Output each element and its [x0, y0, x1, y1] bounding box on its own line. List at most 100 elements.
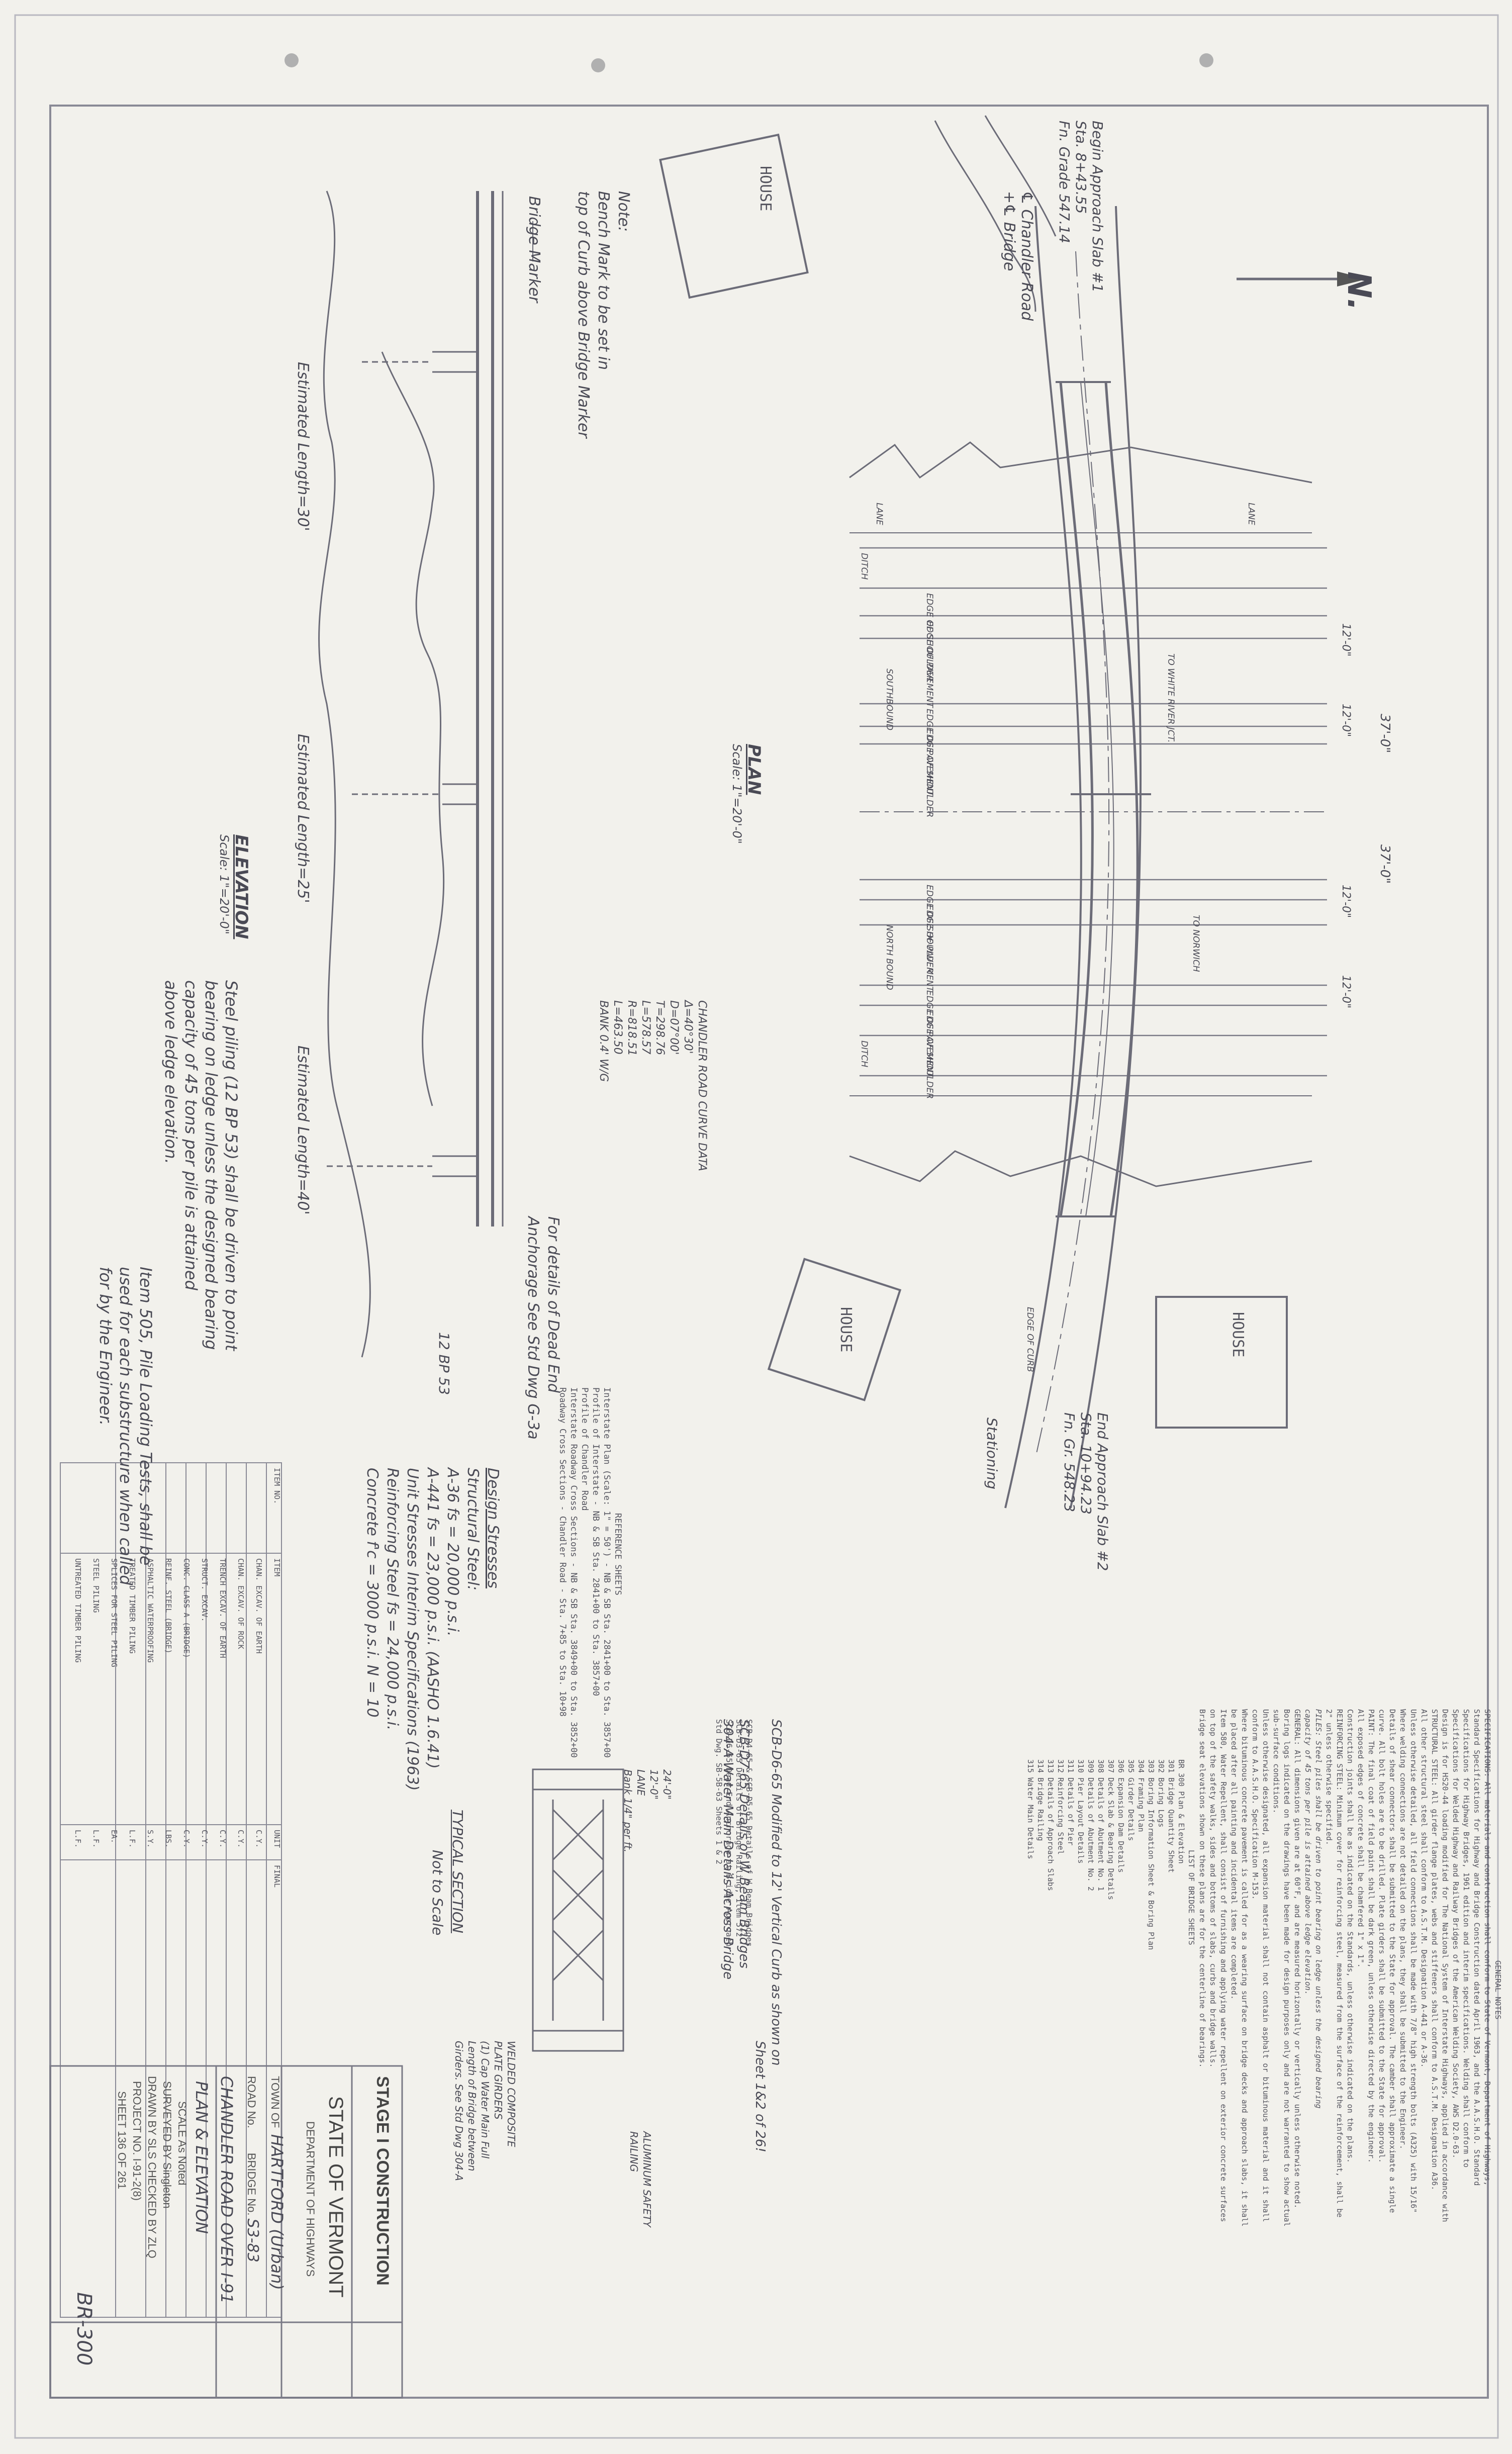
stress-line: A-441 fs = 23,000 p.s.i. (AASHO 1.6.41) — [424, 1468, 441, 1769]
ditch-label: DITCH — [859, 1041, 869, 1068]
edge-pavement-label: EDGE OF PAVEMENT — [924, 621, 934, 708]
note-line: capacity of 45 tons per pile is attained — [181, 980, 201, 1290]
dept-label: DEPARTMENT OF HIGHWAYS — [304, 2121, 317, 2277]
railing-line: RAILING — [628, 2131, 640, 2172]
stress-line: Structural Steel: — [464, 1468, 482, 1591]
design-stresses: Design Stresses Structural Steel: A-36 f… — [362, 1468, 503, 1791]
note-line: capacity of 45 tons per pile is attained… — [1303, 1709, 1312, 1995]
stationing-label: Stationing — [984, 1418, 1000, 1489]
qt-cell: CHAN. EXCAV. OF EARTH — [254, 1558, 263, 1654]
ts-label: LANE — [635, 1769, 647, 1796]
begin-slab-grade: Fn. Grade 547.14 — [1056, 121, 1073, 243]
qt-header: ITEM — [272, 1558, 281, 1577]
note-line: Bridge seat elevations shown on these pl… — [1198, 1709, 1207, 2068]
sheet-list-line: 312 Reinforcing Steel — [1056, 1759, 1065, 1855]
table-row: STRUCT. EXCAV. C.Y. — [200, 1468, 209, 1915]
qt-cell: S.Y. — [146, 1830, 155, 1848]
drawn-row: DRAWN BY SLS CHECKED BY ZLQ — [146, 2076, 158, 2258]
note-line: Where welding connections are not detail… — [1398, 1709, 1407, 2149]
std-sheet-line: SCB-D4-65 & SCB-D5-65 Details of W Beam … — [744, 1719, 754, 1947]
note-title: Note: — [615, 191, 632, 232]
to-white-river-label: TO WHITE RIVER JCT. — [1166, 653, 1176, 743]
dim-label: 12'-0" — [1340, 885, 1352, 918]
dim-label: 12'-0" — [1340, 704, 1352, 737]
note-line: GENERAL: All dimensions given are at 60°… — [1293, 1709, 1302, 2209]
ts-label: WELDED COMPOSITE — [505, 2041, 517, 2147]
curve-data-line: T=298.76 — [653, 1000, 666, 1055]
qt-cell: EA. — [110, 1830, 119, 1844]
reference-line: Profile of Chandler Road — [580, 1387, 590, 1511]
sheet-list-line: 302 Boring Logs — [1157, 1759, 1166, 1828]
sheet-list-line: 314 Bridge Railing — [1036, 1759, 1045, 1841]
curve-data-title: CHANDLER ROAD CURVE DATA — [696, 1000, 708, 1171]
lane-label: LANE — [1246, 503, 1256, 525]
house-label: HOUSE — [1229, 1312, 1247, 1358]
bridge-no: S3-83 — [244, 2218, 261, 2262]
sheet-row: SHEET 136 OF 261 — [116, 2091, 128, 2190]
std-sheet-line: SCB-D3-65 Details of Bridge Railing, Ite… — [734, 1719, 744, 1937]
note-line: Specifications for Highway Bridges, 1961… — [1462, 1709, 1471, 2168]
edge-curb-label: EDGE OF CURB — [1025, 1307, 1035, 1372]
ts-label: (1) Cap Water Main Full — [479, 2041, 491, 2159]
qt-cell: C.Y. — [254, 1830, 263, 1848]
std-sheet-line: Std Dwg. SB-5B-63 Sheets 1 & 2 — [714, 1719, 724, 1864]
note-line: 2" unless otherwise specified. — [1325, 1709, 1334, 1845]
title-line-1: CHANDLER ROAD OVER I-91 — [217, 2076, 236, 2304]
reference-sheets: REFERENCE SHEETS Interstate Plan (Scale:… — [557, 1387, 623, 1758]
note-line: conform to A.A.S.H.O. Specification M-15… — [1251, 1709, 1260, 1900]
elevation-scale: Scale: 1"=20'-0" — [217, 834, 231, 934]
dim-label: 37'-0" — [1377, 714, 1392, 753]
edge-shoulder-label: EDGE OF SHOULDER — [924, 1010, 934, 1099]
ts-label: Bank 1/4" per ft. — [622, 1769, 634, 1853]
ref-line: SCB-D6-65 Modified to 12' Vertical Curb … — [769, 1719, 784, 2066]
stress-line: A-36 fs = 20,000 p.s.i. — [444, 1468, 461, 1637]
note-line: Specifications for Welded Highway and Ra… — [1451, 1709, 1460, 2159]
typical-section-labels: 24'-0" 12'-0" LANE Bank 1/4" per ft. — [621, 1769, 674, 1852]
bridge-label: BRIDGE No. — [245, 2152, 258, 2216]
surveyed-row: SURVEYED BY Singleton — [161, 2081, 173, 2209]
table-row: CHAN. EXCAV. OF EARTH C.Y. — [254, 1468, 263, 1915]
qt-cell: STRUCT. EXCAV. — [200, 1558, 209, 1622]
sheet-list-line: 309 Details of Abutment No. 2 — [1086, 1759, 1095, 1891]
curve-data: CHANDLER ROAD CURVE DATA Δ=40°30' D=07°0… — [596, 1000, 709, 1171]
note-line: Details of shear connectors shall be sub… — [1388, 1709, 1397, 2213]
note-line: bearing on ledge unless the designed bea… — [202, 980, 221, 1350]
dim-label: 12'-0" — [1340, 975, 1352, 1009]
general-notes: GENERAL NOTES SPECIFICATIONS: All materi… — [1197, 1709, 1503, 2227]
qt-cell: UNTREATED TIMBER PILING — [73, 1558, 82, 1663]
std-sheet-line: SCB-D6-65 Dead End Anchorage at Bridge A… — [724, 1719, 734, 1947]
sheet-list-line: 315 Water Main Details — [1026, 1759, 1035, 1859]
north-arrow-label: N. — [1340, 271, 1377, 311]
qt-header: ITEM NO. — [272, 1468, 281, 1504]
reference-line: Roadway Cross Sections - Chandler Road -… — [557, 1387, 568, 1717]
ts-label: 24'-0" — [661, 1769, 673, 1800]
northbound-label: NORTH BOUND — [884, 925, 894, 990]
note-line: STRUCTURAL STEEL: All girder flange plat… — [1430, 1709, 1439, 2191]
to-norwich-label: TO NORWICH — [1191, 915, 1201, 972]
qt-cell: C.Y. — [236, 1830, 245, 1848]
edge-shoulder-label: EDGE OF SHOULDER — [924, 729, 934, 818]
typical-section-title-block: TYPICAL SECTION Not to Scale — [427, 1810, 467, 1935]
southbound-label: SOUTHBOUND — [884, 669, 894, 731]
sheet-list-line: 305 Girder Details — [1126, 1759, 1136, 1841]
general-notes-title: GENERAL NOTES — [1493, 1960, 1502, 2020]
note-line: be placed after all painting and inciden… — [1230, 1709, 1239, 2000]
typical-section-note: Not to Scale — [429, 1850, 446, 1936]
note-line: Bench Mark to be set in — [595, 191, 612, 370]
ts-label: Length of Bridge between — [466, 2041, 478, 2172]
qt-cell: C.Y. — [200, 1830, 209, 1848]
curve-data-line: BANK 0.4' W/G — [597, 1000, 610, 1082]
qt-cell: L.F. — [91, 1830, 101, 1848]
ts-label: 12'-0" — [648, 1769, 660, 1800]
reference-line: Interstate Plan (Scale: 1" = 50') - NB &… — [602, 1387, 612, 1758]
note-line: top of Curb above Bridge Marker — [575, 191, 592, 438]
ts-label: Girders. See Std Dwg 304-A — [453, 2041, 465, 2181]
sheet-number: BR-300 — [72, 2292, 96, 2366]
qt-cell: REINF. STEEL (BRIDGE) — [164, 1558, 173, 1654]
note-line: Unless otherwise detailed, all field con… — [1409, 1709, 1418, 2213]
qt-cell: ASPHALTIC WATERPROOFING — [146, 1558, 155, 1663]
reference-title: REFERENCE SHEETS — [613, 1513, 623, 1595]
edge-pavement-label: EDGE OF PAVEMENT — [924, 905, 934, 992]
